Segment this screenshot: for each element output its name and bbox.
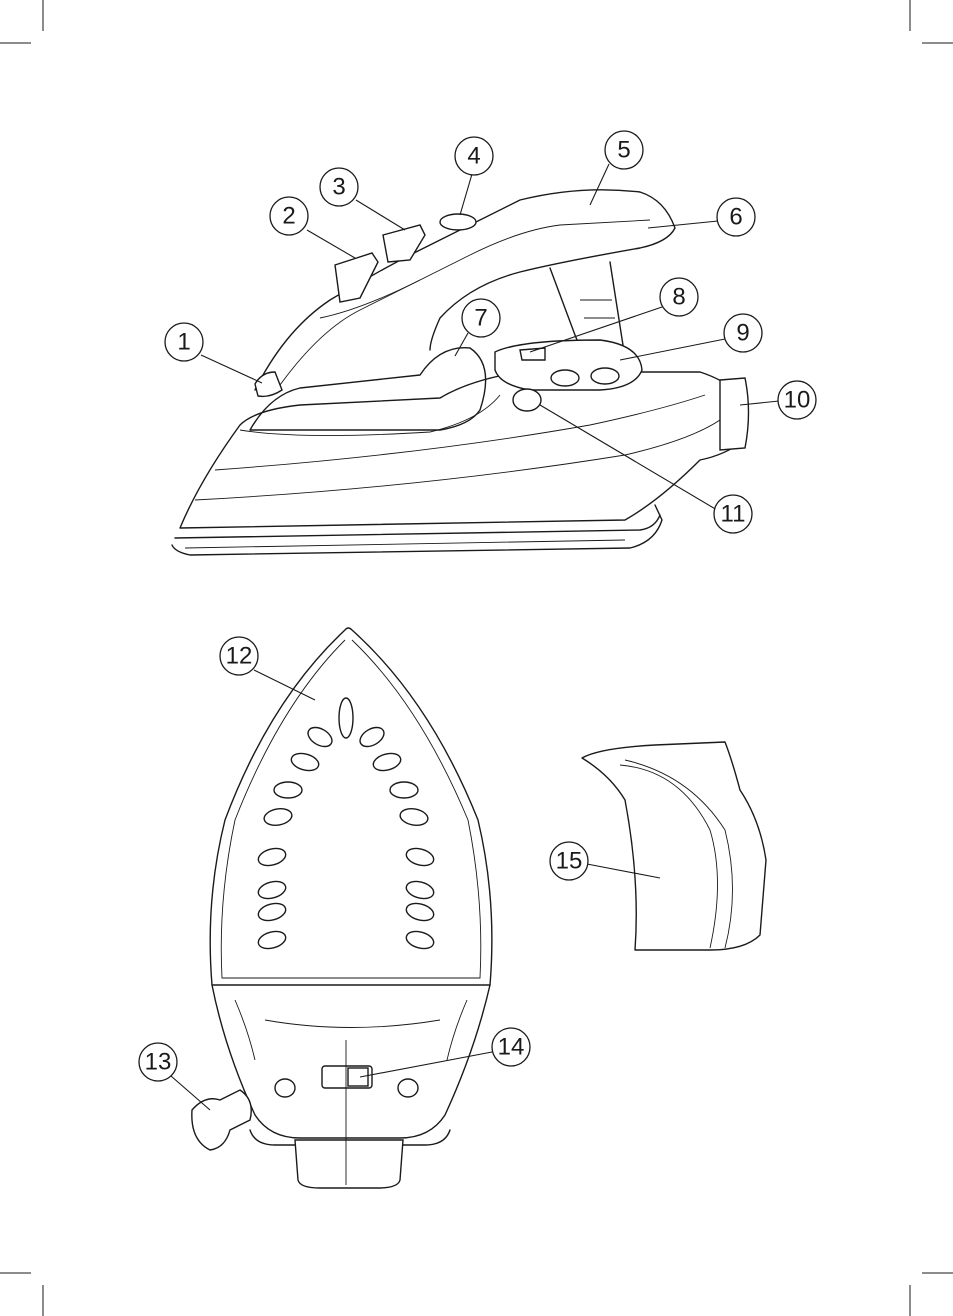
callout-8-label: 8 [672, 284, 685, 311]
callout-9-label: 9 [736, 320, 749, 347]
callout-10: 10 [778, 381, 816, 419]
callout-3: 3 [320, 168, 358, 206]
steam-holes [256, 698, 435, 951]
callout-12: 12 [220, 637, 258, 675]
callout-7-label: 7 [474, 305, 487, 332]
callout-3-label: 3 [332, 174, 345, 201]
callout-13: 13 [139, 1043, 177, 1081]
callout-4-label: 4 [467, 143, 480, 170]
callout-2: 2 [270, 197, 308, 235]
callout-10-label: 10 [784, 387, 811, 414]
callout-1-label: 1 [177, 329, 190, 356]
callout-11-label: 11 [721, 501, 746, 528]
callout-14: 14 [492, 1028, 530, 1066]
callout-14-label: 14 [498, 1034, 525, 1061]
callout-6: 6 [717, 198, 755, 236]
callout-4: 4 [455, 137, 493, 175]
callout-11: 11 [714, 495, 752, 533]
callout-12-label: 12 [226, 643, 253, 670]
callout-8: 8 [660, 278, 698, 316]
steam-iron-side-view [172, 190, 749, 555]
soleplate-bottom-view [192, 628, 492, 1188]
callout-2-label: 2 [282, 203, 295, 230]
callout-13-label: 13 [145, 1049, 172, 1076]
callout-6-label: 6 [729, 204, 742, 231]
callout-15-label: 15 [556, 848, 583, 875]
callout-1: 1 [165, 323, 203, 361]
callout-7: 7 [462, 299, 500, 337]
handle-cover-part [582, 742, 766, 950]
callout-5: 5 [605, 131, 643, 169]
callout-9: 9 [724, 314, 762, 352]
callout-15: 15 [550, 842, 588, 880]
callout-5-label: 5 [617, 137, 630, 164]
